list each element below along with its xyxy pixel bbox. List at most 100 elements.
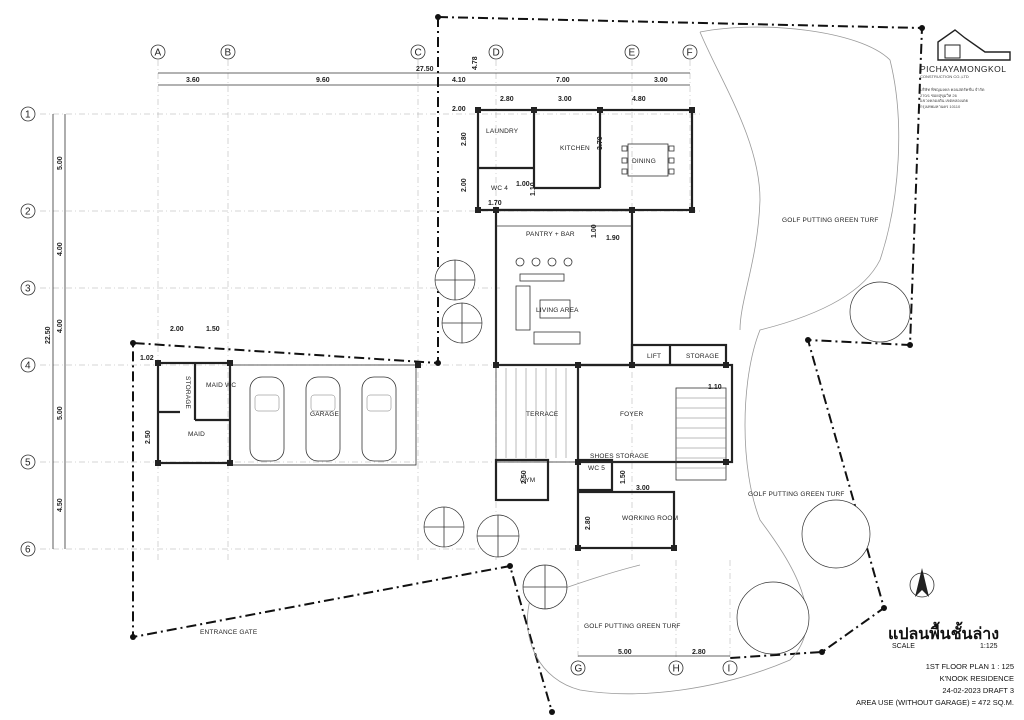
grid-col-f: F — [687, 48, 693, 59]
grid-row-6: 6 — [25, 545, 31, 556]
company-address: บริษัท พิชญมงคล คอนสตรัคชั่น จำกัด 270/1… — [920, 87, 1020, 109]
label-gym: GYM — [520, 477, 535, 484]
dim-left-overall: 22.50 — [45, 326, 52, 344]
dim-top-5: 3.00 — [654, 77, 668, 84]
label-pantry: PANTRY + BAR — [526, 231, 575, 238]
column-grid-bubbles: A B C D E F G H I — [150, 44, 738, 676]
company-subtitle: CONSTRUCTION CO.,LTD — [920, 74, 969, 79]
drawing-title-thai: แปลนพื้นชั้นล่าง — [888, 626, 1000, 643]
dim-int-12: 1.90 — [606, 235, 620, 242]
bottom-dimensions: 5.00 2.80 — [578, 649, 730, 657]
grid-col-i: I — [728, 664, 731, 675]
label-storage: STORAGE — [686, 353, 720, 360]
label-lift: LIFT — [647, 353, 661, 360]
label-shoes-storage: SHOES STORAGE — [590, 453, 649, 460]
dining-table — [621, 143, 675, 177]
dim-left-5: 4.50 — [57, 498, 64, 512]
grid-col-h: H — [673, 664, 680, 675]
label-dining: DINING — [632, 158, 656, 165]
dim-int-10: 1.70 — [488, 200, 502, 207]
grid-row-3: 3 — [25, 284, 31, 295]
dim-top-4: 7.00 — [556, 77, 570, 84]
address-line-2: 270/1 ซอยสุขุมวิท 26 — [920, 92, 957, 98]
structural-columns — [155, 107, 729, 551]
dim-int-4: 4.80 — [632, 96, 646, 103]
label-living: LIVING AREA — [536, 307, 579, 314]
dim-bottom-1: 5.00 — [618, 649, 632, 656]
dim-top-3: 4.10 — [452, 77, 466, 84]
dim-int-14: 1.50 — [206, 326, 220, 333]
label-maid-wc: MAID WC — [206, 382, 236, 389]
grid-col-a: A — [155, 48, 162, 59]
grid-row-4: 4 — [25, 361, 31, 372]
label-laundry: LAUNDRY — [486, 128, 519, 135]
label-terrace: TERRACE — [526, 411, 559, 418]
address-line-3: แขวงคลองตัน เขตคลองเตย — [920, 98, 968, 103]
label-entrance-gate: ENTRANCE GATE — [200, 629, 258, 636]
dim-int-20: 2.80 — [585, 516, 592, 530]
property-boundary — [130, 14, 925, 715]
dim-int-8: 1.00 — [516, 181, 530, 188]
dim-int-17: 2.50 — [521, 470, 528, 484]
walls — [156, 108, 734, 550]
dim-left-1: 5.00 — [57, 156, 64, 170]
drawing-date: 24-02-2023 DRAFT 3 — [942, 686, 1014, 695]
grid-col-d: D — [493, 48, 500, 59]
label-turf-3: GOLF PUTTING GREEN TURF — [584, 623, 681, 630]
dim-int-13: 2.00 — [170, 326, 184, 333]
grid-row-1: 1 — [25, 110, 31, 121]
row-grid-bubbles: 1 2 3 4 5 6 — [20, 106, 36, 557]
grid-row-2: 2 — [25, 207, 31, 218]
golf-turf-boundary — [527, 26, 900, 695]
label-wc4: WC 4 — [491, 185, 508, 192]
project-name: K'NOOK RESIDENCE — [939, 674, 1014, 683]
label-turf-1: GOLF PUTTING GREEN TURF — [782, 217, 879, 224]
dim-int-9: 1.10 — [530, 182, 537, 196]
grid-col-c: C — [415, 48, 422, 59]
label-working-room: WORKING ROOM — [622, 515, 678, 522]
trees — [423, 259, 911, 655]
company-block: PICHAYAMONGKOL CONSTRUCTION CO.,LTD บริษ… — [920, 22, 1020, 109]
garage-cars — [249, 376, 397, 462]
dim-int-16: 2.50 — [145, 430, 152, 444]
grid-col-b: B — [225, 48, 232, 59]
area-use: AREA USE (WITHOUT GARAGE) = 472 SQ.M. — [855, 698, 1014, 707]
dim-int-21: 1.10 — [708, 384, 722, 391]
label-turf-2: GOLF PUTTING GREEN TURF — [748, 491, 845, 498]
dim-left-3: 4.00 — [57, 319, 64, 333]
living-furniture — [515, 257, 581, 345]
dim-int-18: 1.50 — [620, 470, 627, 484]
label-wc5: WC 5 — [588, 465, 605, 472]
dim-top-overall: 27.50 — [416, 66, 434, 73]
label-garage: GARAGE — [310, 411, 339, 418]
dim-int-3: 3.00 — [558, 96, 572, 103]
left-dimensions: 22.50 5.00 4.00 4.00 5.00 4.50 — [45, 114, 66, 549]
label-maid: MAID — [188, 431, 205, 438]
company-name: PICHAYAMONGKOL — [920, 64, 1007, 74]
label-storage-vertical: STORAGE — [184, 376, 191, 410]
grid-col-g: G — [575, 664, 583, 675]
grid-col-e: E — [629, 48, 636, 59]
address-line-1: บริษัท พิชญมงคล คอนสตรัคชั่น จำกัด — [920, 87, 985, 92]
dim-top-2: 9.60 — [316, 77, 330, 84]
company-logo-icon — [937, 29, 1011, 61]
dim-int-7: 2.00 — [461, 178, 468, 192]
north-arrow-icon — [909, 568, 935, 598]
label-foyer: FOYER — [620, 411, 643, 418]
scale-value: 1:125 — [980, 643, 998, 650]
top-dimensions: 27.50 3.60 9.60 4.10 7.00 3.00 4.78 — [158, 56, 690, 86]
dim-int-15: 1.02 — [140, 355, 154, 362]
interior-dimensions: 2.00 2.80 3.00 4.80 2.80 3.70 2.00 1.00 … — [140, 96, 722, 530]
label-kitchen: KITCHEN — [560, 145, 590, 152]
dim-int-2: 2.80 — [500, 96, 514, 103]
dim-int-1: 2.00 — [452, 106, 466, 113]
dim-int-6: 3.70 — [597, 136, 604, 150]
terrace-decking — [505, 368, 567, 458]
drawing-title-line: 1ST FLOOR PLAN 1 : 125 — [925, 662, 1014, 671]
dim-bottom-2: 2.80 — [692, 649, 706, 656]
scale-label: SCALE — [892, 643, 915, 650]
dim-int-11: 1.00 — [591, 224, 598, 238]
dim-right-vertical: 4.78 — [472, 56, 479, 70]
grid-row-5: 5 — [25, 458, 31, 469]
dim-int-5: 2.80 — [461, 132, 468, 146]
